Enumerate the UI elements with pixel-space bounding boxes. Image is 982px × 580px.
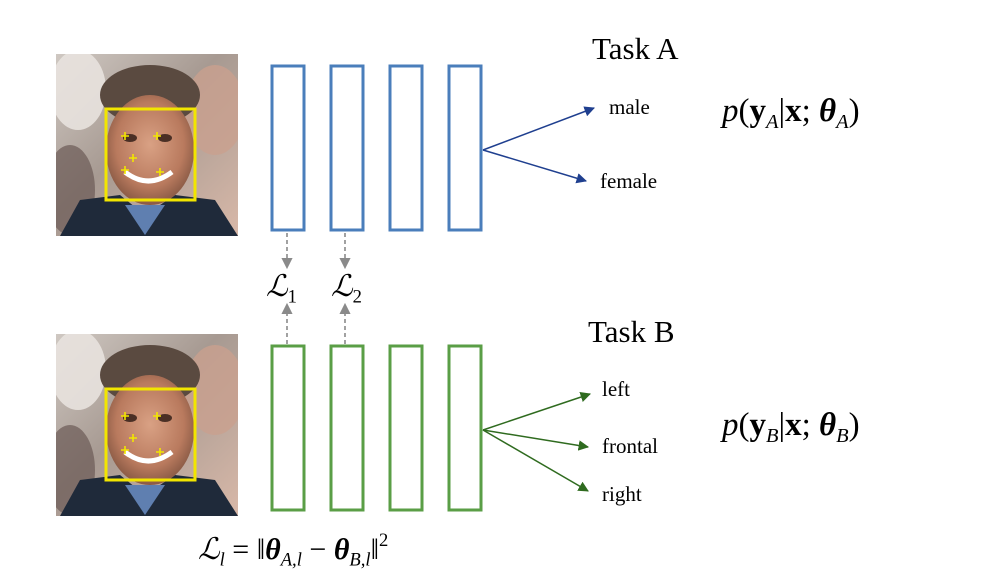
face-box-b [104,387,197,482]
outputs-b-arrows [482,392,591,492]
task-a-title: Task A [592,31,679,66]
network-a [270,64,483,232]
formula-b-x: x [785,407,802,443]
loss-eq-theta-a: θ [265,533,281,567]
layer-a-3 [388,64,424,232]
formula-a-x: x [785,93,802,129]
layer-b-2 [329,344,365,512]
layer-b-1 [270,344,306,512]
loss-arrows [281,233,351,344]
formula-a-theta-sub: A [836,111,849,134]
arrow-male [482,106,595,151]
outputs-a-arrows [482,106,595,184]
output-label-frontal: frontal [602,434,658,458]
task-b-title: Task B [588,314,675,349]
face-photo-a [56,54,238,236]
formula-a-y-sub: A [766,111,779,134]
layer-a-2 [329,64,365,232]
arrow-frontal [482,429,590,451]
formula-task-a: p(yA|x; θA) [722,93,860,134]
loss-eq-theta-b: θ [333,533,350,567]
loss-eq-lhs-sub: l [219,549,225,571]
face-box-a [104,107,197,202]
output-label-left: left [602,377,630,401]
layer-loss-2: ℒ2 [331,269,362,308]
network-b [270,344,483,512]
face-photo-b [56,334,238,516]
loss-eq-exponent: 2 [379,530,389,551]
arrow-left [482,392,591,431]
arrow-right [482,429,589,492]
formula-task-b: p(yB|x; θB) [722,407,860,448]
arrow-female [482,149,588,184]
formula-b-p: p [722,407,739,443]
loss-eq-sub-b: B,l [349,549,371,571]
landmarks-a [121,132,164,176]
output-label-right: right [602,482,642,506]
layer-a-4 [447,64,483,232]
layer-a-1 [270,64,306,232]
layer-b-4 [447,344,483,512]
loss-equation: ℒl = ‖θA,l − θB,l‖2 [198,530,389,571]
formula-a-p: p [722,93,739,129]
layer-b-3 [388,344,424,512]
formula-b-theta: θ [819,407,837,443]
formula-a-theta: θ [819,93,837,129]
loss-eq-sub-a: A,l [280,549,302,571]
formula-a-y: y [749,93,767,129]
formula-b-y-sub: B [766,425,779,448]
formula-b-y: y [749,407,767,443]
output-label-female: female [600,169,658,193]
landmarks-b [121,412,164,456]
output-label-male: male [609,95,650,119]
loss-eq-lhs: ℒ [198,532,220,568]
layer-loss-1: ℒ1 [266,269,297,308]
formula-b-theta-sub: B [836,425,849,448]
